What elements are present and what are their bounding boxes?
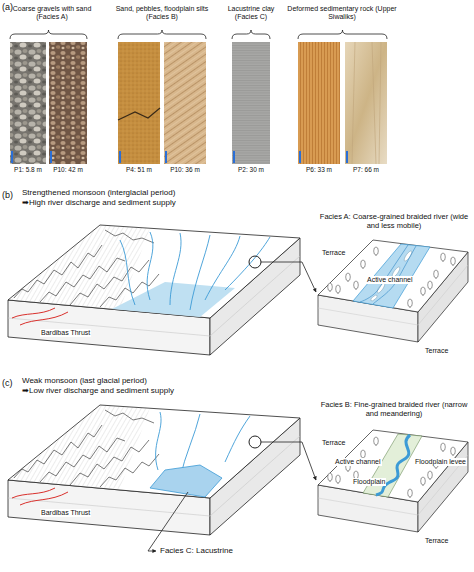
core-photo [49,42,87,164]
levee-label: Floodplain levee [414,458,467,466]
panel-letter: (c) [2,378,13,388]
illustration-part [225,237,270,290]
inset-diagram: Facies B: Fine-grained braided river (na… [316,400,472,565]
illustration-part [298,30,387,39]
fault-label: Bardibas Thrust [40,509,91,517]
core-photo [164,42,206,164]
photo-caption: P4: 51 m [117,166,161,173]
core-photo [232,42,270,164]
illustration-part [165,151,167,163]
zoom-circle [249,256,261,268]
photo-caption: P10: 42 m [46,166,90,173]
terrace-label: Terrace [425,537,448,545]
zoom-leader [261,262,302,263]
panel-letter: (a) [2,2,13,12]
illustration-part [120,240,135,305]
illustration-part [318,240,468,342]
core-photos [10,42,387,164]
illustration-part [299,151,301,163]
illustration-part [352,42,381,164]
facies-label: Facies C: Lacustrine [160,546,233,555]
group-braces [10,30,387,39]
illustration-part [318,430,468,532]
illustration-part [225,416,250,462]
group-header: Coarse gravels with sand (Facies A) [12,5,92,21]
group-header: Sand, pebbles, floodplain silts (Facies … [107,5,217,21]
zoom-circle [249,436,261,448]
illustration-part [190,235,210,310]
terrace-label: Terrace [322,439,345,447]
group-header: Deformed sedimentary rock (Upper Siwalik… [287,5,397,21]
illustration-part [346,151,348,163]
illustration-part [170,233,181,305]
heading-text: Strengthened monsoon (interglacial perio… [22,188,300,198]
illustration-part [118,30,206,39]
inset-art [318,430,468,532]
illustration-part [232,30,270,39]
channel-label: Active channel [334,458,382,466]
photo-caption: P10: 36 m [163,166,207,173]
illustration-part [120,232,270,310]
core-photo [118,42,160,164]
terrace-label: Terrace [425,347,448,355]
block-diagram-art [8,405,302,551]
illustration-part [360,245,416,304]
illustration-part [205,236,240,300]
illustration-part [373,246,416,304]
core-photo [345,42,387,164]
lake [150,465,222,497]
illustration-part [8,405,300,535]
illustration-part [156,412,161,470]
illustration-part [360,245,408,302]
inset-art [318,240,468,342]
terrace-label: Terrace [322,249,345,257]
zoom-connector [302,442,316,480]
core-photo [10,42,46,164]
photo-caption: P2: 30 m [229,166,273,173]
panel-letter: (b) [2,190,13,200]
subheading-text: ➡High river discharge and sediment suppl… [22,198,300,208]
illustration-part [50,151,52,163]
illustration-part [10,30,87,39]
zoom-leader [261,442,302,443]
illustration-part [353,244,430,308]
illustration-part [8,225,300,355]
photo-caption: P7: 66 m [344,166,388,173]
illustration-part [328,437,456,498]
heading-text: Weak monsoon (last glacial period) [22,376,300,386]
illustration-part [233,151,235,163]
illustration-part [119,151,121,163]
illustration-part [147,232,153,300]
inset-diagram: Facies A: Coarse-grained braided river (… [316,212,472,362]
illustration-part [328,247,456,308]
illustration-part [11,151,13,163]
group-header: Lacustrine clay (Facies C) [219,5,283,21]
photo-caption: P6: 33 m [297,166,341,173]
photo-caption: P1: 5.8 m [6,166,50,173]
fault-label: Bardibas Thrust [40,329,91,337]
heading-text: Facies A: Coarse-grained braided river (… [318,212,470,230]
illustration-part [11,151,348,163]
crack [118,108,160,120]
lake-pointer [148,492,188,551]
core-photo [298,42,340,164]
subheading-text: ➡Low river discharge and sediment supply [22,386,300,396]
block-diagram-art [8,225,302,355]
zoom-connector [302,262,316,292]
channel-label: Active channel [366,276,414,284]
floodplain-label: Floodplain [352,478,386,486]
heading-text: Facies B: Fine-grained braided river (na… [318,400,470,418]
